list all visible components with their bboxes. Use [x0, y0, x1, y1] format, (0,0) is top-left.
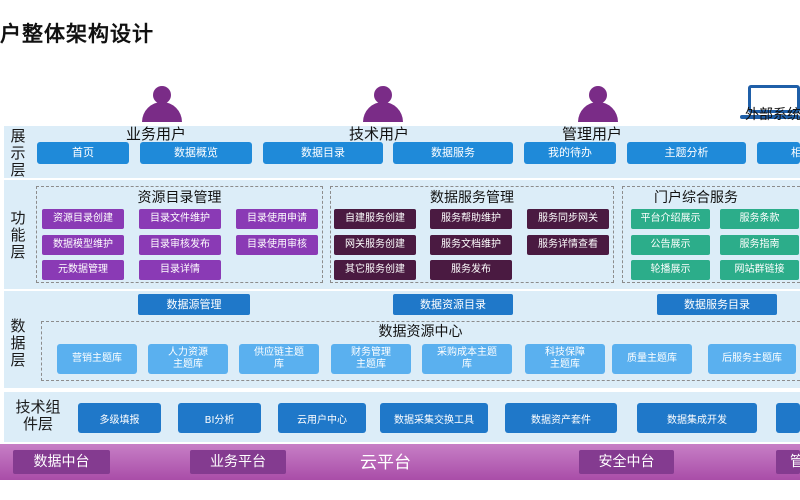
cloud-data-middle-platform[interactable]: 数据中台 [13, 450, 110, 474]
data-resource-catalog-button[interactable]: 数据资源目录 [393, 294, 513, 315]
tech-data-asset-suite[interactable]: 数据资产套件 [505, 403, 617, 433]
chip-other-service-create[interactable]: 其它服务创建 [334, 260, 416, 280]
catalog-management-title: 资源目录管理 [137, 190, 222, 206]
tech-data-collect-exchange[interactable]: 数据采集交换工具 [380, 403, 488, 433]
chip-service-sync-gateway[interactable]: 服务同步网关 [527, 209, 609, 229]
data-layer-label: 数 据 层 [10, 317, 26, 369]
chip-service-help-maintain[interactable]: 服务帮助维护 [430, 209, 512, 229]
technical-user-label: 技术用户 [349, 125, 410, 143]
manager-user-label: 管理用户 [562, 125, 623, 143]
chip-service-publish[interactable]: 服务发布 [430, 260, 512, 280]
chip-catalog-create[interactable]: 资源目录创建 [42, 209, 124, 229]
portal-service-title: 门户综合服务 [654, 190, 738, 206]
chip-self-service-create[interactable]: 自建服务创建 [334, 209, 416, 229]
tab-data-overview[interactable]: 数据概览 [140, 142, 252, 164]
external-system-label: 外部系统 [745, 107, 800, 123]
chip-metadata-manage[interactable]: 元数据管理 [42, 260, 124, 280]
chip-announcement[interactable]: 公告展示 [631, 235, 710, 255]
topic-finance[interactable]: 财务管理 主题库 [331, 344, 411, 374]
tab-my-todo[interactable]: 我的待办 [524, 142, 616, 164]
business-user-icon [142, 86, 182, 122]
chip-service-guide[interactable]: 服务指南 [720, 235, 799, 255]
data-source-manage-button[interactable]: 数据源管理 [138, 294, 250, 315]
chip-catalog-detail[interactable]: 目录详情 [139, 260, 221, 280]
cloud-platform-label: 云平台 [360, 453, 411, 473]
tab-home[interactable]: 首页 [37, 142, 129, 164]
cloud-business-platform[interactable]: 业务平台 [190, 450, 286, 474]
topic-tech-support[interactable]: 科技保障 主题库 [525, 344, 605, 374]
data-service-catalog-button[interactable]: 数据服务目录 [657, 294, 777, 315]
chip-catalog-use-review[interactable]: 目录使用审核 [236, 235, 318, 255]
manager-user-icon [578, 86, 618, 122]
business-user-label: 业务用户 [126, 125, 187, 143]
chip-data-model-maintain[interactable]: 数据模型维护 [42, 235, 124, 255]
tech-bi-analysis[interactable]: BI分析 [178, 403, 261, 433]
cloud-management-platform[interactable]: 管 [776, 450, 800, 474]
external-system-monitor-icon [740, 85, 800, 121]
page-title: 户整体架构设计 [0, 22, 154, 46]
topic-procurement-cost[interactable]: 采购成本主题 库 [422, 344, 512, 374]
tech-layer-label: 技术组 件层 [15, 398, 61, 433]
chip-carousel[interactable]: 轮播展示 [631, 260, 710, 280]
chip-catalog-review-publish[interactable]: 目录审核发布 [139, 235, 221, 255]
technical-user-icon [363, 86, 403, 122]
topic-quality[interactable]: 质量主题库 [612, 344, 692, 374]
cloud-security-middle-platform[interactable]: 安全中台 [579, 450, 674, 474]
presentation-layer-label: 展 示 层 [10, 127, 26, 179]
chip-service-detail-view[interactable]: 服务详情查看 [527, 235, 609, 255]
chip-service-terms[interactable]: 服务条款 [720, 209, 799, 229]
topic-after-sales[interactable]: 后服务主题库 [708, 344, 796, 374]
topic-hr[interactable]: 人力资源 主题库 [148, 344, 228, 374]
function-layer-label: 功 能 层 [10, 209, 26, 261]
service-management-title: 数据服务管理 [430, 190, 514, 206]
chip-catalog-use-apply[interactable]: 目录使用申请 [236, 209, 318, 229]
tech-data-integration-dev[interactable]: 数据集成开发 [637, 403, 757, 433]
chip-catalog-file-maintain[interactable]: 目录文件维护 [139, 209, 221, 229]
chip-site-group-links[interactable]: 网站群链接 [720, 260, 799, 280]
data-resource-center-title: 数据资源中心 [378, 324, 463, 340]
tech-cloud-user-center[interactable]: 云用户中心 [278, 403, 366, 433]
tab-topic-analysis[interactable]: 主题分析 [627, 142, 746, 164]
chip-gateway-service-create[interactable]: 网关服务创建 [334, 235, 416, 255]
tech-component-more[interactable] [776, 403, 800, 433]
topic-supply-chain[interactable]: 供应链主题 库 [239, 344, 319, 374]
chip-platform-intro[interactable]: 平台介绍展示 [631, 209, 710, 229]
tech-multi-level-report[interactable]: 多级填报 [78, 403, 161, 433]
topic-marketing[interactable]: 营销主题库 [57, 344, 137, 374]
tab-data-catalog[interactable]: 数据目录 [263, 142, 383, 164]
tab-more[interactable]: 相 [757, 142, 800, 164]
tab-data-service[interactable]: 数据服务 [393, 142, 513, 164]
chip-service-doc-maintain[interactable]: 服务文档维护 [430, 235, 512, 255]
